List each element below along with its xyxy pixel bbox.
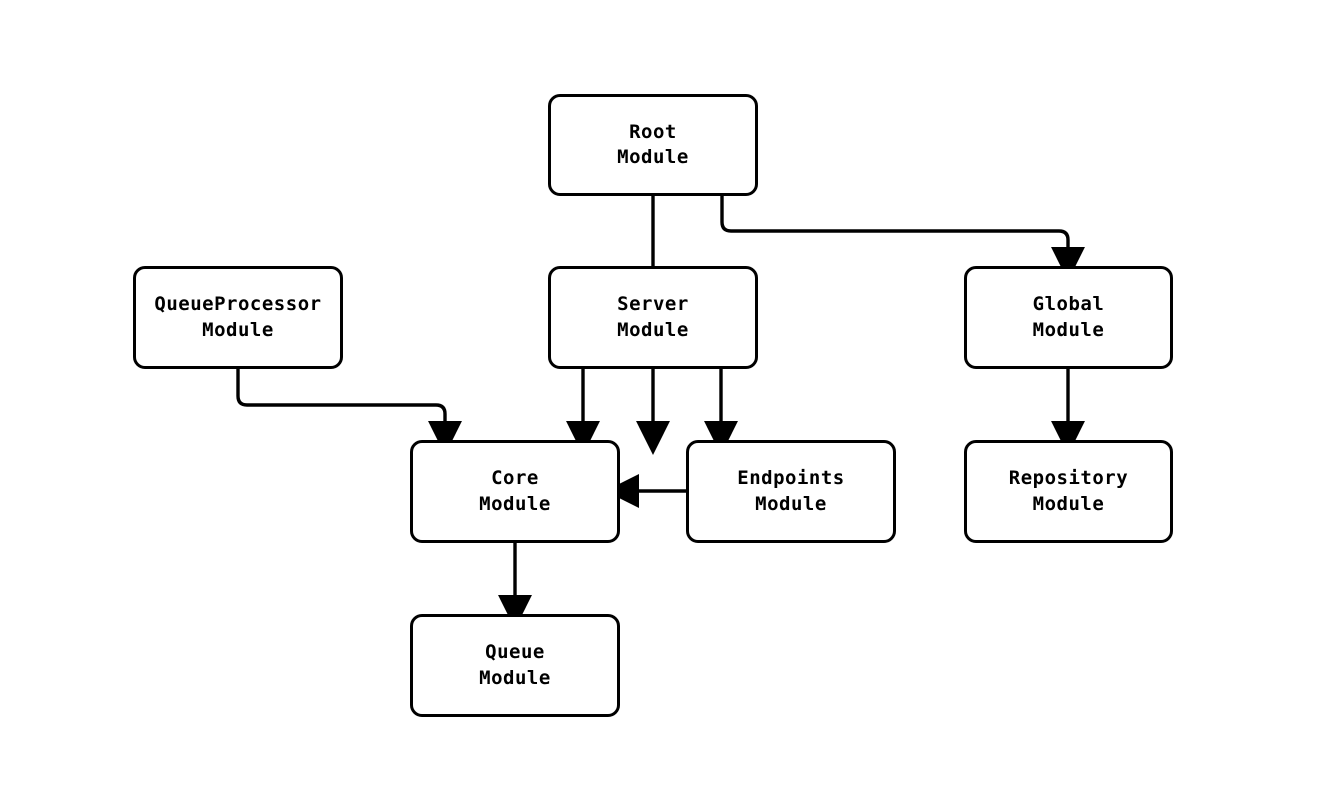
node-label-endpoints-module: Endpoints Module [737, 467, 845, 515]
node-global-module[interactable]: Global Module [964, 266, 1173, 369]
edge-root-to-global [720, 196, 1085, 281]
node-core-module[interactable]: Core Module [410, 440, 620, 543]
node-queue-module[interactable]: Queue Module [410, 614, 620, 717]
node-endpoints-module[interactable]: Endpoints Module [686, 440, 896, 543]
node-label-root-module: Root Module [617, 120, 689, 168]
node-label-repository-module: Repository Module [1008, 467, 1129, 515]
node-repository-module[interactable]: Repository Module [964, 440, 1173, 543]
node-label-queue-module: Queue Module [479, 641, 551, 689]
node-label-queueprocessor-module: QueueProcessor Module [154, 293, 322, 341]
node-server-module[interactable]: Server Module [548, 266, 758, 369]
node-label-global-module: Global Module [1032, 293, 1105, 341]
node-queueprocessor-module[interactable]: QueueProcessor Module [133, 266, 343, 369]
edge-queueprocessor-to-core [236, 369, 462, 455]
node-root-module[interactable]: Root Module [548, 94, 758, 196]
node-label-core-module: Core Module [479, 467, 551, 515]
node-label-server-module: Server Module [617, 293, 689, 341]
